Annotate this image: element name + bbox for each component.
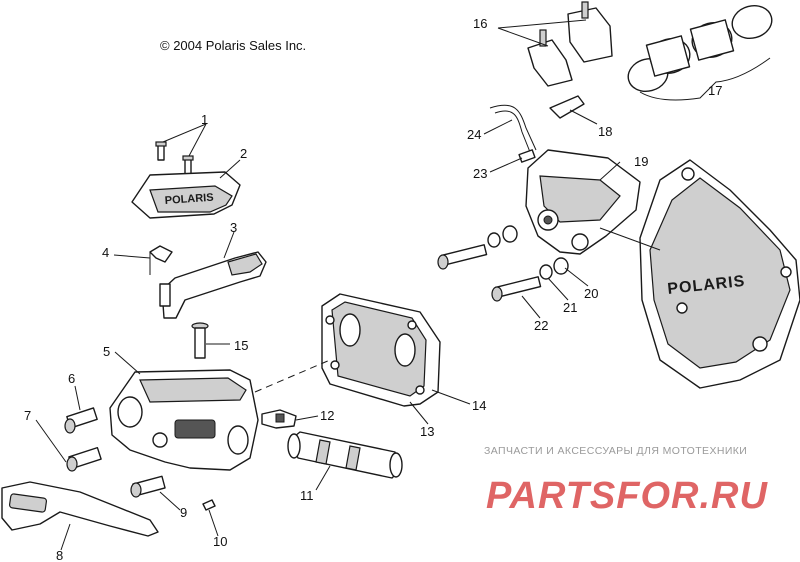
callout-3: 3 (230, 220, 237, 235)
callout-2: 2 (240, 146, 247, 161)
leader-lines (35, 19, 771, 551)
watermark-tagline: ЗАПЧАСТИ И АКСЕССУАРЫ ДЛЯ МОТОТЕХНИКИ (484, 445, 747, 457)
callout-22: 22 (534, 318, 548, 333)
callout-21: 21 (563, 300, 577, 315)
part-brake-pads (527, 1, 613, 87)
callout-24: 24 (467, 127, 481, 142)
callout-19: 19 (634, 154, 648, 169)
callout-17: 17 (708, 83, 722, 98)
callout-18: 18 (598, 124, 612, 139)
part-bracket (261, 409, 297, 429)
callout-14: 14 (472, 398, 486, 413)
part-chaincase-cover: POLARIS (639, 159, 800, 389)
callout-1: 1 (201, 112, 208, 127)
rotor-axis-line (599, 227, 661, 251)
callout-12: 12 (320, 408, 334, 423)
part-lever-arm (159, 251, 267, 319)
part-master-cylinder-body (109, 369, 259, 471)
assembly-dash-line (254, 359, 331, 393)
part-bolt-7 (66, 446, 102, 472)
copyright-text: © 2004 Polaris Sales Inc. (160, 38, 306, 53)
callout-4: 4 (102, 245, 109, 260)
cover-logo: POLARIS (164, 192, 214, 207)
part-pin (191, 322, 209, 359)
part-bleeder-screw (518, 149, 536, 163)
callout-23: 23 (473, 166, 487, 181)
part-piston-seals (627, 5, 773, 92)
callout-16: 16 (473, 16, 487, 31)
callout-11: 11 (300, 488, 314, 503)
part-brake-line (489, 104, 537, 153)
part-washers (487, 225, 569, 280)
callout-10: 10 (213, 534, 227, 549)
part-pad-spring-clip (549, 95, 585, 119)
part-housing-cover (321, 293, 441, 407)
part-bolt-9 (130, 475, 166, 498)
part-caliper (525, 149, 641, 255)
callout-labels: 1 2 3 4 5 6 7 8 9 10 11 12 13 14 15 16 1… (24, 16, 722, 562)
part-bolt-22 (491, 276, 542, 302)
part-reservoir-cover: POLARIS (131, 171, 241, 219)
part-handle-lever (1, 481, 159, 537)
callout-15: 15 (234, 338, 248, 353)
callout-6: 6 (68, 371, 75, 386)
part-screws (155, 141, 194, 177)
watermark-logo: PARTSFOR.RU (486, 475, 768, 517)
part-clip (202, 499, 216, 511)
callout-8: 8 (56, 548, 63, 562)
watermark: ЗАПЧАСТИ И АКСЕССУАРЫ ДЛЯ МОТОТЕХНИКИ PA… (484, 445, 768, 517)
callout-9: 9 (180, 505, 187, 520)
callout-20: 20 (584, 286, 598, 301)
part-bolt-upper (437, 244, 488, 270)
callout-13: 13 (420, 424, 434, 439)
callout-5: 5 (103, 344, 110, 359)
callout-7: 7 (24, 408, 31, 423)
part-bolt-6 (64, 407, 98, 434)
part-spring (149, 245, 173, 275)
part-piston (287, 431, 403, 479)
